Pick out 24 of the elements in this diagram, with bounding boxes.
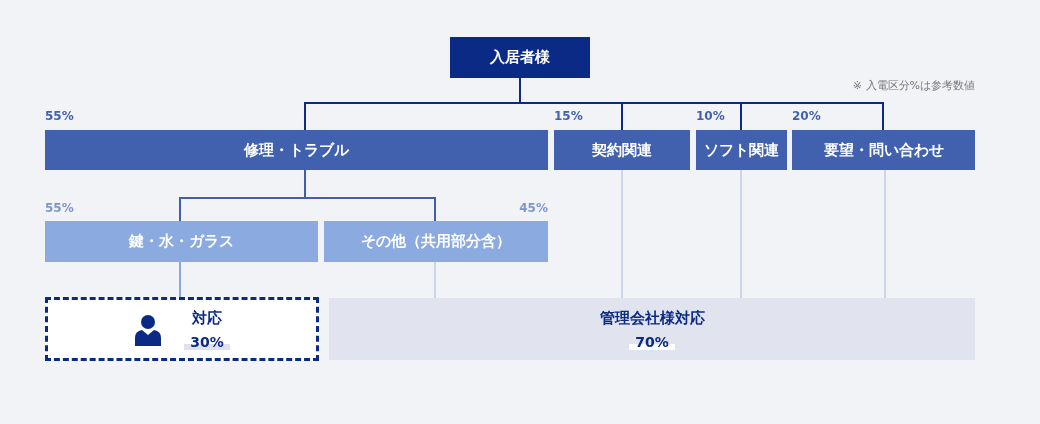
- connector-line: [621, 169, 623, 299]
- percentage-label: 55%: [45, 109, 74, 123]
- percentage-label: 55%: [45, 201, 74, 215]
- category-box: 要望・問い合わせ: [792, 130, 975, 170]
- category-box: 契約関連: [554, 130, 690, 170]
- category-box: [329, 298, 975, 360]
- box-label: 管理会社様対応: [599, 308, 705, 328]
- category-box: その他（共用部分含）: [324, 221, 548, 262]
- percentage-label: 45%: [519, 201, 548, 215]
- category-box: ソフト関連: [696, 130, 787, 170]
- note-text: ※ 入電区分%は参考数値: [852, 78, 975, 93]
- category-box: 鍵・水・ガラス: [45, 221, 318, 262]
- connector-line: [884, 169, 886, 299]
- category-box: 修理・トラブル: [45, 130, 548, 170]
- connector-line: [434, 261, 436, 299]
- connector-line: [304, 169, 436, 222]
- percentage-label: 20%: [792, 109, 821, 123]
- highlighted-box: [45, 297, 319, 361]
- connector-line: [740, 169, 742, 299]
- root-box: 入居者様: [450, 37, 590, 78]
- connector-line: [179, 261, 181, 298]
- box-label: 対応: [192, 308, 222, 328]
- percentage-label: 15%: [554, 109, 583, 123]
- percentage-label: 10%: [696, 109, 725, 123]
